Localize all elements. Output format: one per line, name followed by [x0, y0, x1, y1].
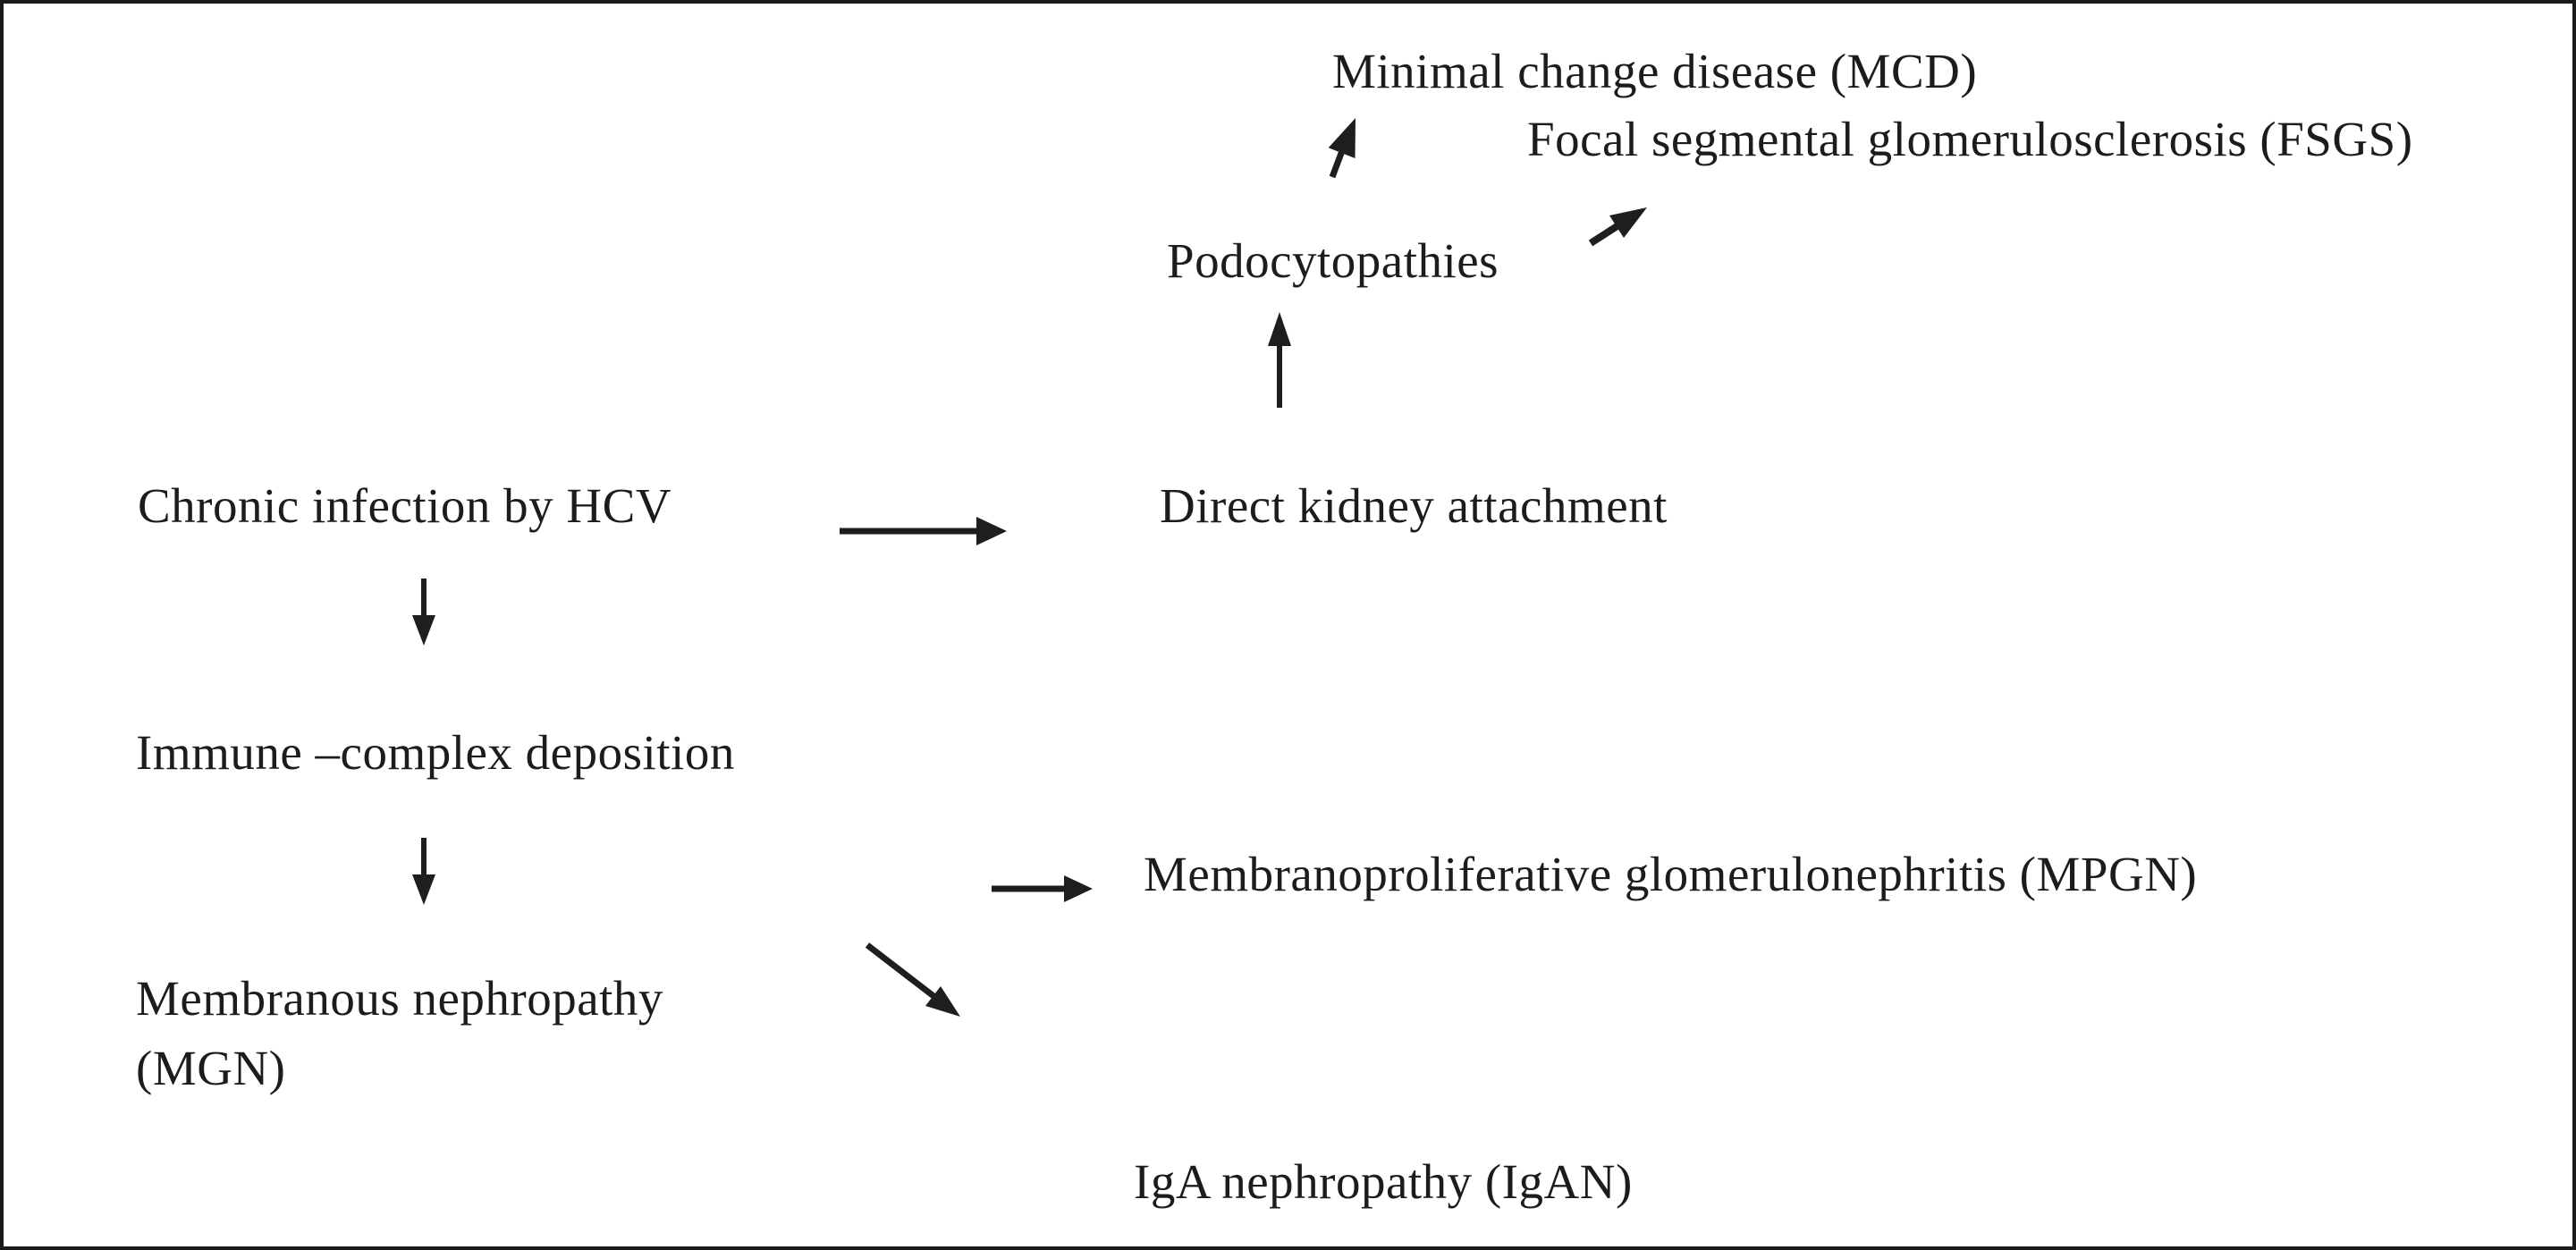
- node-focal-segmental-glomerulosclerosis: Focal segmental glomerulosclerosis (FSGS…: [1527, 112, 2413, 166]
- node-podocytopathies: Podocytopathies: [1167, 233, 1499, 288]
- arrow-immune-complex-to-mgn-icon: [412, 838, 435, 905]
- node-chronic-infection-hcv: Chronic infection by HCV: [138, 478, 672, 533]
- arrow-podocytopathies-to-fsgs-icon: [1588, 207, 1647, 247]
- node-membranous-nephropathy: Membranous nephropathy (MGN): [136, 964, 663, 1103]
- node-immune-complex-deposition: Immune –complex deposition: [136, 725, 735, 780]
- arrow-podocytopathies-to-mcd-icon: [1328, 118, 1356, 179]
- node-minimal-change-disease: Minimal change disease (MCD): [1332, 44, 1978, 98]
- node-iga-nephropathy: IgA nephropathy (IgAN): [1134, 1154, 1633, 1209]
- node-membranous-nephropathy-line1: Membranous nephropathy: [136, 971, 663, 1026]
- arrow-mgn-to-mpgn-icon: [992, 875, 1093, 902]
- arrow-direct-attachment-to-podocytopathies-icon: [1268, 312, 1291, 408]
- arrow-chronic-hcv-to-direct-attachment-icon: [840, 517, 1007, 545]
- node-membranoproliferative-glomerulonephritis: Membranoproliferative glomerulonephritis…: [1144, 847, 2198, 901]
- arrow-mgn-to-igan-icon: [865, 942, 960, 1017]
- arrow-chronic-hcv-to-immune-complex-icon: [412, 579, 435, 646]
- node-direct-kidney-attachment: Direct kidney attachment: [1160, 478, 1668, 533]
- node-membranous-nephropathy-line2: (MGN): [136, 1041, 286, 1095]
